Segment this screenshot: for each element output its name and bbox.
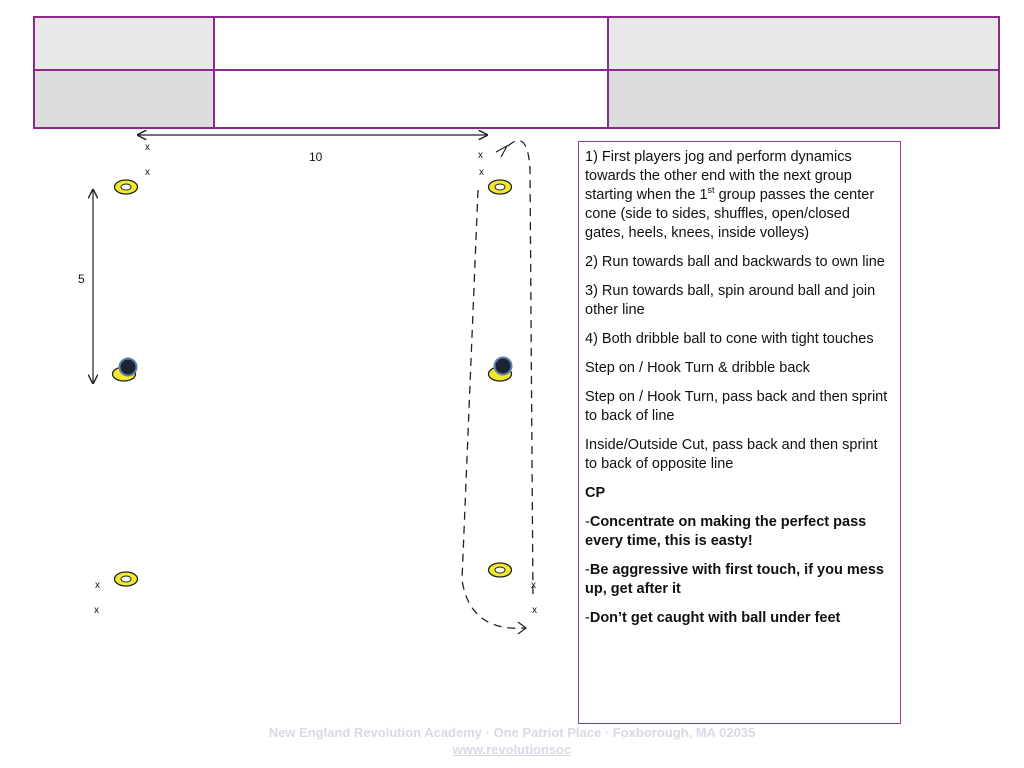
distance-label-vertical: 5 [78, 272, 85, 286]
player-marker: x [145, 167, 150, 178]
header-cell [33, 16, 215, 71]
player-marker: x [479, 167, 484, 178]
footer-link[interactable]: www.revolutionsoc [452, 742, 572, 757]
running-path-arrowhead [495, 144, 509, 158]
instructions-panel: 1) First players jog and perform dynamic… [578, 141, 901, 724]
header-cell [213, 16, 609, 71]
player-marker: x [531, 580, 536, 591]
coaching-point: -Don’t get caught with ball under feet [585, 610, 841, 626]
player-marker: x [532, 605, 537, 616]
instruction-step-3: 3) Run towards ball, spin around ball an… [585, 283, 876, 318]
coaching-point: -Be aggressive with first touch, if you … [585, 562, 884, 597]
instruction-step-1: 1) First players jog and perform dynamic… [585, 149, 875, 241]
coaching-point: -Concentrate on making the perfect pass … [585, 514, 867, 549]
player-marker: x [94, 605, 99, 616]
instruction-step-4: 4) Both dribble ball to cone with tight … [585, 331, 874, 347]
player-marker: x [145, 142, 150, 153]
footer-address: New England Revolution Academy · One Pat… [268, 725, 756, 740]
distance-label-horizontal: 10 [309, 150, 323, 164]
instruction-variant: Step on / Hook Turn & dribble back [585, 360, 810, 376]
coaching-points-title: CP [585, 485, 606, 501]
cone [113, 571, 139, 587]
header-cell [607, 69, 1000, 129]
header-cell [213, 69, 609, 129]
header-cell [33, 69, 215, 129]
instruction-variant: Step on / Hook Turn, pass back and then … [585, 389, 888, 424]
cone [113, 179, 139, 195]
instruction-variant: Inside/Outside Cut, pass back and then s… [585, 437, 878, 472]
header-cell [607, 16, 1000, 71]
player-marker: x [95, 580, 100, 591]
cone [487, 562, 513, 578]
running-path [461, 140, 534, 629]
instruction-step-2: 2) Run towards ball and backwards to own… [585, 254, 885, 270]
running-path-arrowhead [517, 621, 527, 635]
ball [493, 356, 513, 376]
cone [487, 179, 513, 195]
ball [118, 357, 138, 377]
player-marker: x [478, 150, 483, 161]
header-table [33, 16, 1000, 129]
